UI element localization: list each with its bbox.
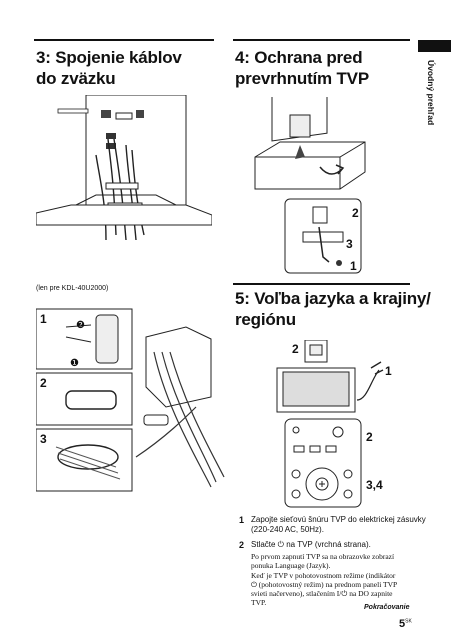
side-tab: [418, 40, 451, 52]
tv-stand-figure: [254, 97, 366, 190]
binding-steps-figure: [36, 308, 225, 492]
rule-left: [34, 39, 214, 41]
page-number: 5SK: [399, 618, 412, 630]
stand-label-2: 2: [352, 206, 359, 220]
section-4-title: 4: Ochrana pred prevrhnutím TVP: [235, 48, 369, 88]
remote-label-34: 3,4: [366, 478, 383, 492]
clip-label-b: ❶: [70, 358, 79, 369]
section-3-title: 3: Spojenie káblov do zväzku: [36, 48, 182, 88]
remote-label-2: 2: [366, 430, 373, 444]
step-2: 2 Stlačte ⏻ na TVP (vrchná strana).: [239, 540, 371, 550]
model-note: (len pre KDL-40U2000): [36, 285, 109, 292]
remote-figure: [284, 418, 362, 508]
side-label: Úvodný prehľad: [426, 60, 436, 126]
binding-label-2: 2: [40, 376, 47, 390]
rule-right: [233, 39, 410, 41]
stand-detail-figure: [284, 198, 362, 274]
continue-note: Pokračovanie: [364, 604, 410, 611]
tv-plug-figure: [276, 340, 384, 413]
binding-label-3: 3: [40, 432, 47, 446]
tv-label-2: 2: [292, 342, 299, 356]
step-1: 1 Zapojte sieťovú šnúru TVP do elektrick…: [239, 515, 426, 534]
section-5-title: 5: Voľba jazyka a krajiny/ regiónu: [235, 289, 431, 329]
stand-label-1: 1: [350, 259, 357, 273]
stand-label-3: 3: [346, 237, 353, 251]
binding-label-1: 1: [40, 312, 47, 326]
clip-label-a: ❷: [76, 320, 85, 331]
step-2-note: Po prvom zapnutí TVP sa na obrazovke zob…: [251, 552, 398, 608]
tv-back-cable-figure: [36, 95, 212, 241]
tv-label-1: 1: [385, 364, 392, 378]
rule-section-5: [233, 283, 410, 285]
